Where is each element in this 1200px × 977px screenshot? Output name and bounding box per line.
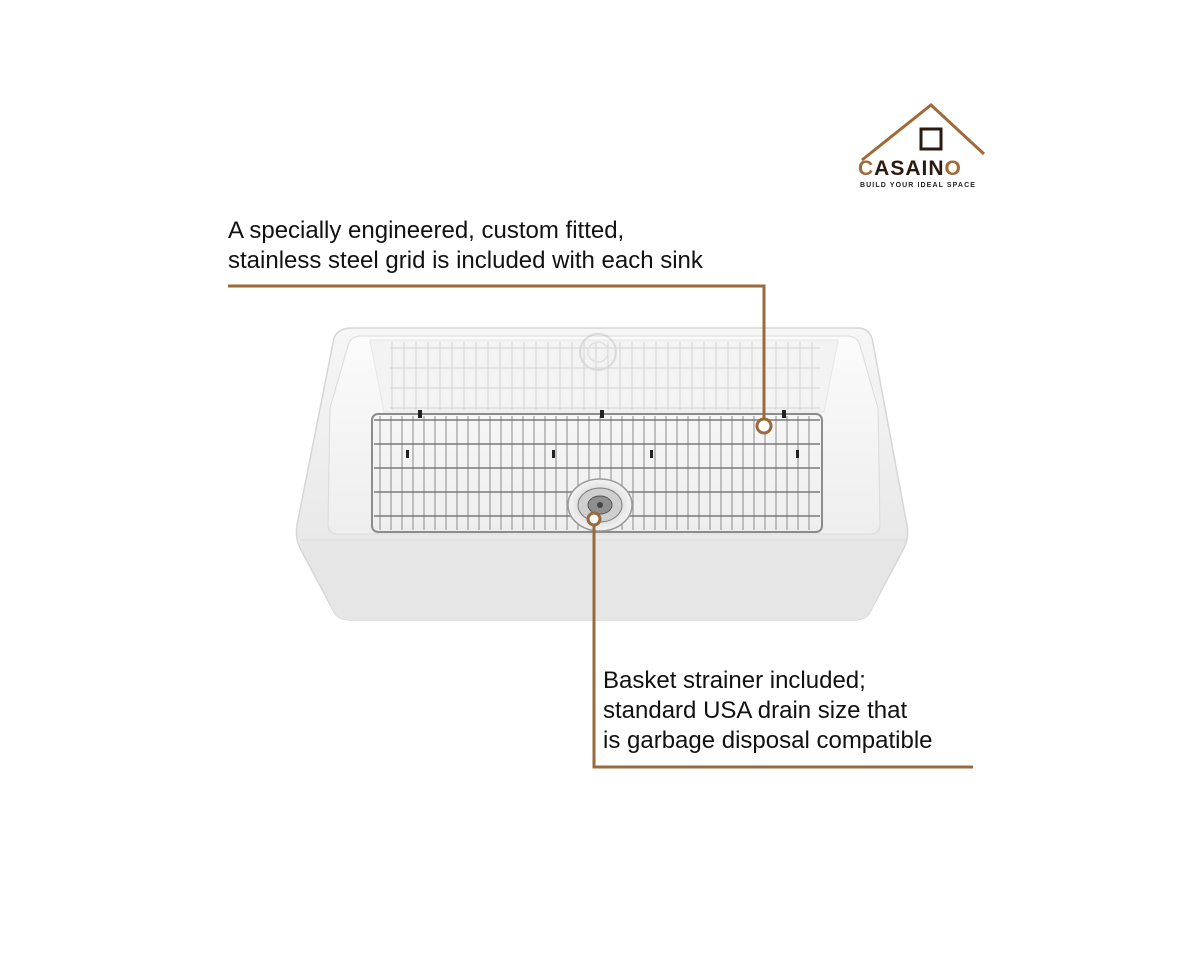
callout-strainer-line-2: standard USA drain size that xyxy=(603,697,908,724)
leader-line-strainer xyxy=(586,511,973,769)
house-roof-icon xyxy=(861,103,986,162)
callout-grid-line-2: stainless steel grid is included with ea… xyxy=(228,247,703,274)
callout-strainer-line-3: is garbage disposal compatible xyxy=(603,727,933,754)
leader-line-grid xyxy=(228,284,773,435)
brand-name: CASAINO xyxy=(858,157,986,181)
callout-grid-line-1: A specially engineered, custom fitted, xyxy=(228,217,625,244)
brand-name-mid: ASAIN xyxy=(874,157,945,180)
back-grid-shadow xyxy=(390,333,820,410)
stainless-steel-grid xyxy=(371,410,823,533)
sink-body xyxy=(295,327,909,621)
brand-name-c: C xyxy=(858,157,875,180)
callout-grid: A specially engineered, custom fitted, s… xyxy=(228,216,703,276)
brand-name-o: O xyxy=(944,157,962,180)
callout-strainer-line-1: Basket strainer included; xyxy=(603,667,866,694)
callout-strainer: Basket strainer included; standard USA d… xyxy=(603,666,933,756)
basket-strainer xyxy=(567,478,633,532)
brand-tagline: BUILD YOUR IDEAL SPACE xyxy=(860,182,976,189)
casainc-logo: CASAINO BUILD YOUR IDEAL SPACE xyxy=(858,102,988,197)
